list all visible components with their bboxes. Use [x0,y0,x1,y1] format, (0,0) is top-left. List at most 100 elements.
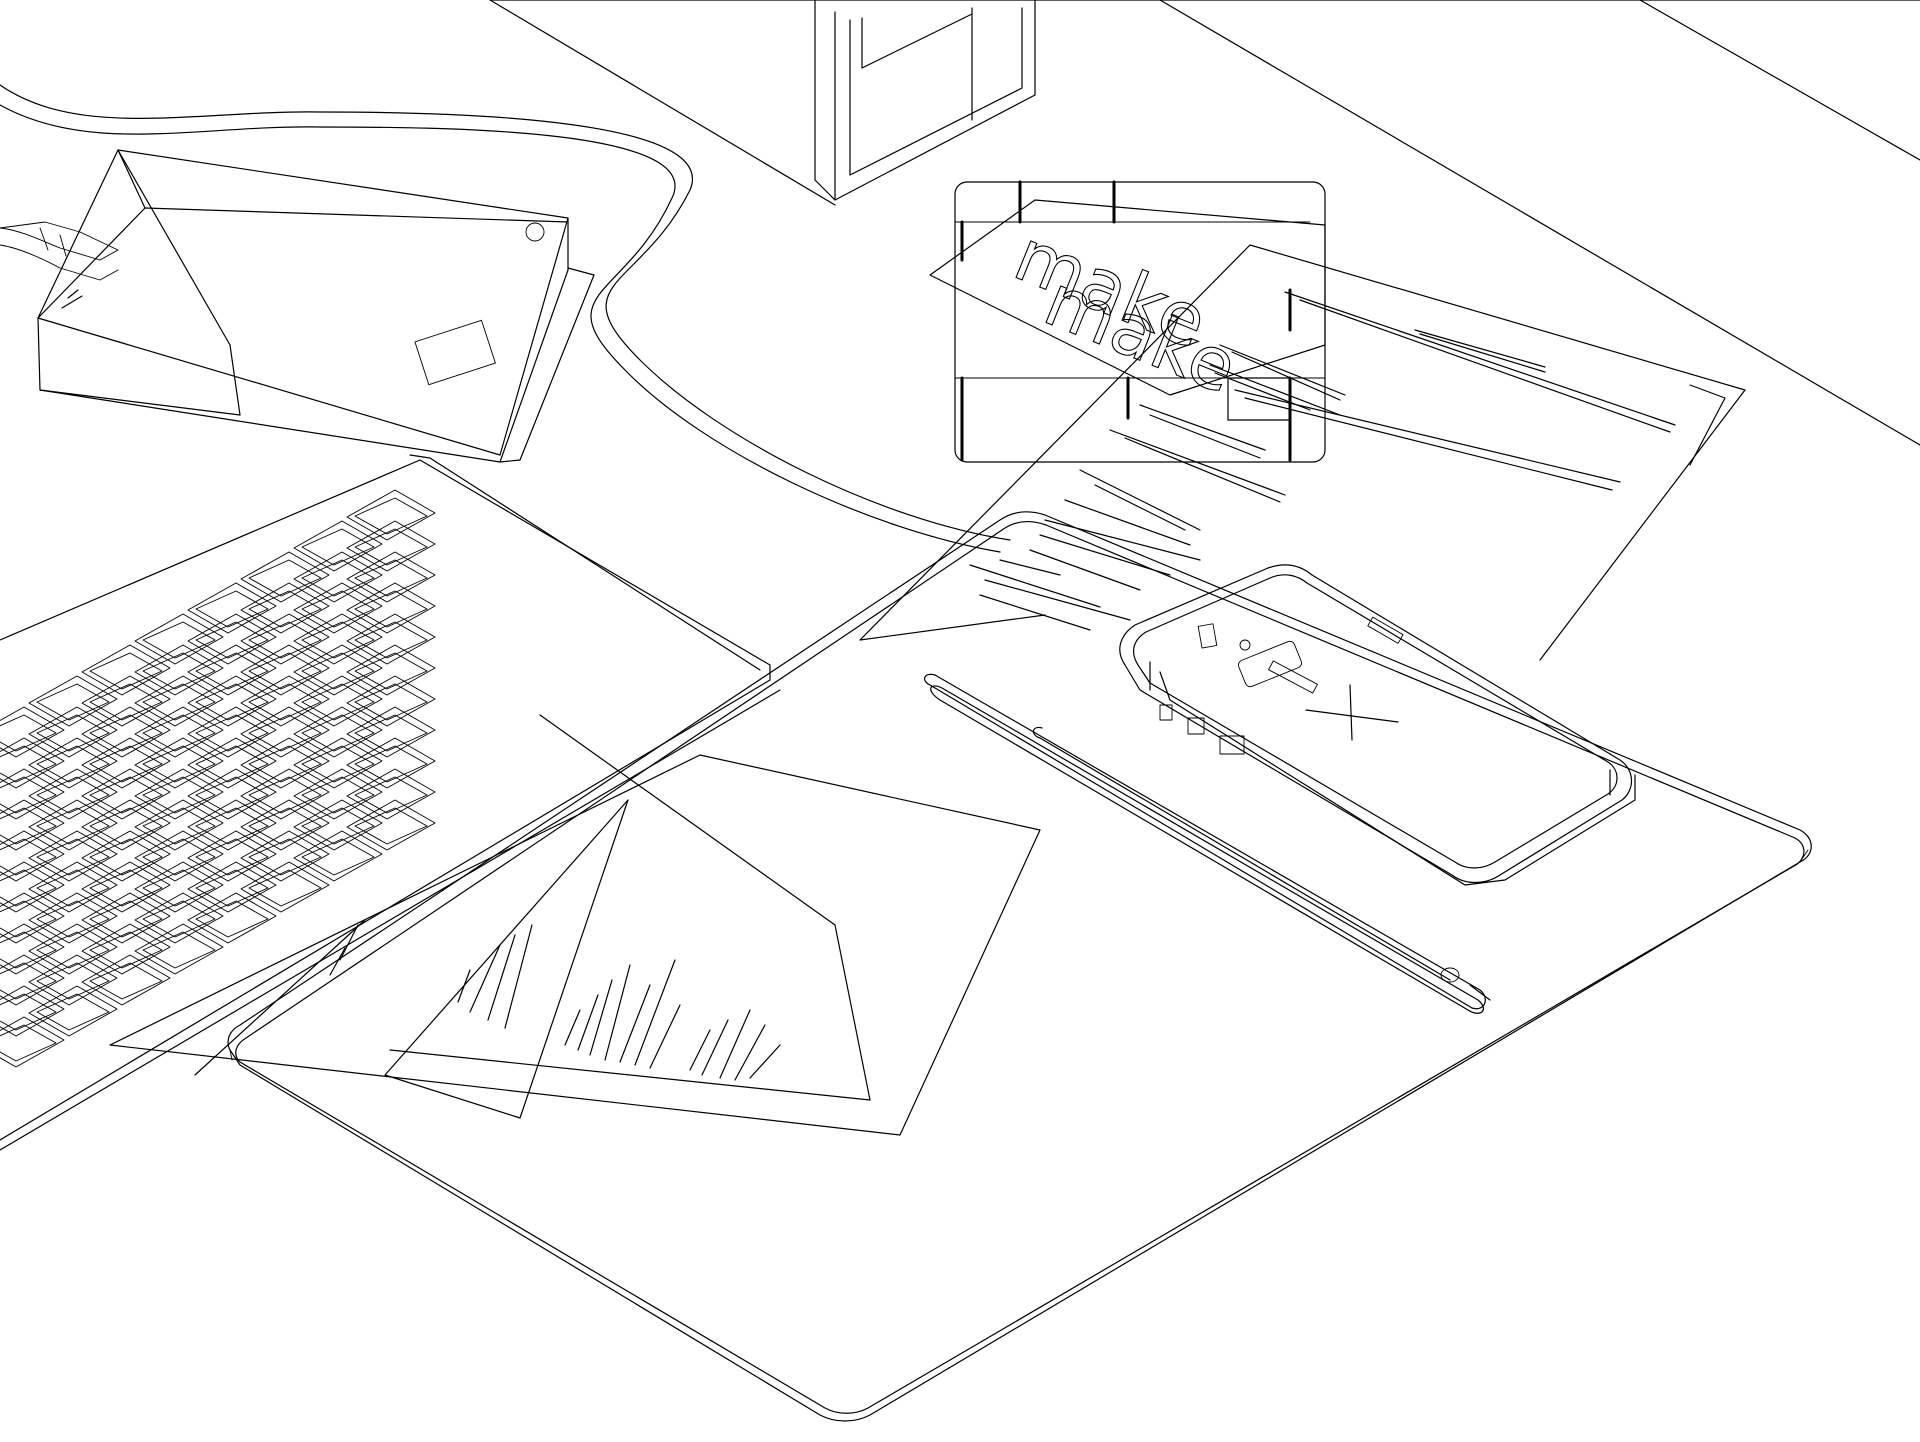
keyboard-key-top [0,776,57,814]
keyboard-key-top [354,590,428,628]
keyboard-key [240,582,330,634]
keyboard-key-top [195,621,269,659]
keyboard-key [346,706,436,758]
keyboard-key [293,551,383,603]
keyboard [0,454,781,1151]
keyboard-key-top [0,993,57,1031]
keyboard-key [81,799,171,851]
document-bar [619,984,651,1063]
keyboard-key [187,892,277,944]
document-text-line [1414,329,1546,368]
keyboard-key-top [301,559,375,597]
document-bar [634,959,676,1066]
keyboard-key [134,768,224,820]
keyboard-key [293,737,383,789]
keyboard-key-top [195,590,269,628]
keyboard-key-top [0,869,57,907]
keyboard-key [81,706,171,758]
keyboard-key [0,737,65,789]
keyboard-key-top [301,683,375,721]
keyboard-key-top [0,900,57,938]
document-bar [339,924,359,961]
keyboard-key [81,675,171,727]
keyboard-key [134,675,224,727]
keyboard-key-top [142,652,216,690]
keyboard-key [240,551,330,603]
keyboard-key-top [195,838,269,876]
keyboard-key [240,644,330,696]
keyboard-key [0,768,65,820]
keyboard-key [81,954,171,1006]
document-text-line [1039,534,1171,576]
document-text-line [1234,389,1621,483]
keyboard-key [28,799,118,851]
keyboard-key [28,675,118,727]
keyboard-key-top [89,931,163,969]
document-text-line [1299,299,1671,433]
keyboard-key-top [89,900,163,938]
document-bar [487,934,516,1021]
mouse-pad [227,511,1812,1422]
keyboard-key [81,861,171,913]
keyboard-key [28,830,118,882]
keyboard-key [28,923,118,975]
keyboard-key-top [36,683,110,721]
keyboard-key-top [354,497,428,535]
keyboard-key [187,706,277,758]
keyboard-key-top [142,900,216,938]
keyboard-key-top [142,807,216,845]
keyboard-key [240,737,330,789]
document-bar [577,994,599,1051]
keyboard-key [293,582,383,634]
keyboard-key [240,613,330,665]
keyboard-key [346,675,436,727]
keyboard-key-top [248,621,322,659]
keyboard-key-top [0,745,57,783]
keyboard-key [187,644,277,696]
keyboard-key-top [248,683,322,721]
keyboard-key-top [195,714,269,752]
keyboard-key [81,768,171,820]
document-text-line [979,594,1091,631]
document-bar [734,1024,766,1081]
document-bar [329,947,346,976]
keyboard-key-top [248,590,322,628]
keyboard-key [81,737,171,789]
keyboard-key-top [301,590,375,628]
keyboard-key-top [248,776,322,814]
keyboard-key [134,830,224,882]
keyboard-key-top [354,652,428,690]
document-bar [457,969,471,1003]
keyboard-key-top [301,714,375,752]
keyboard-key-top [195,776,269,814]
keyboard-key-top [89,652,163,690]
keyboard-key-top [36,900,110,938]
document-text-line [1231,351,1341,401]
keyboard-key [240,861,330,913]
keyboard-key [28,706,118,758]
keyboard-key [293,768,383,820]
keyboard-key-top [195,807,269,845]
document-text-line [1284,291,1676,426]
document-text-line [1219,344,1346,396]
keyboard-key-top [89,683,163,721]
keyboard-key [134,737,224,789]
keyboard-key-top [195,900,269,938]
document-text-line [1139,404,1266,451]
keyboard-key [28,985,118,1037]
keyboard-key-top [195,683,269,721]
keyboard-key [187,582,277,634]
keyboard-key [293,675,383,727]
keyboard-key [240,706,330,758]
keyboard-key-top [0,1024,57,1062]
document-text-line [1029,549,1141,591]
keyboard-key-top [36,962,110,1000]
keyboard-key-top [248,838,322,876]
keyboard-key-top [301,745,375,783]
document-text-line [1124,437,1281,503]
keyboard-key-top [142,931,216,969]
keyboard-key [134,799,224,851]
document-bar [749,1044,781,1079]
keyboard-key [346,582,436,634]
keyboard-key [187,861,277,913]
